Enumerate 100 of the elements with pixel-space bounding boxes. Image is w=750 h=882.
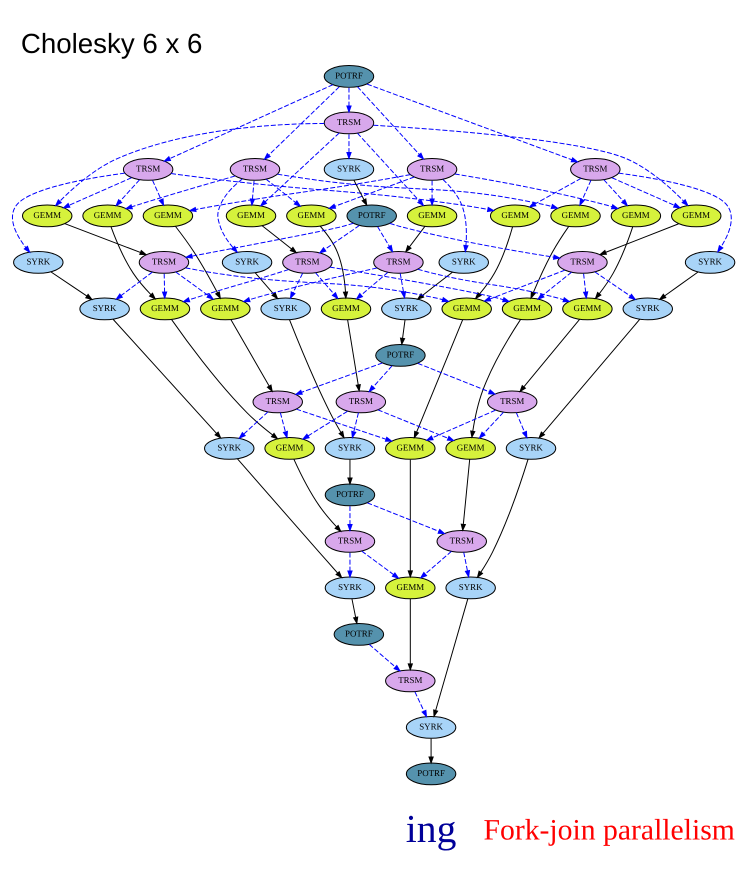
arrow bbox=[357, 86, 424, 160]
arrow bbox=[463, 552, 470, 578]
arrow bbox=[266, 178, 302, 208]
arrow bbox=[351, 412, 359, 440]
arrow bbox=[250, 180, 256, 206]
arrow bbox=[162, 84, 334, 162]
arrow bbox=[346, 87, 352, 114]
node-ellipse: TRSM bbox=[486, 390, 538, 414]
node-ellipse: TRSM bbox=[282, 251, 333, 274]
node-ellipse: SYRK bbox=[445, 576, 496, 600]
arrow bbox=[262, 225, 298, 254]
arrow bbox=[170, 173, 496, 212]
node-ellipse: SYRK bbox=[406, 716, 456, 739]
node-ellipse: SYRK bbox=[79, 298, 130, 320]
node-ellipse: SYRK bbox=[381, 298, 432, 320]
arrow bbox=[429, 180, 435, 206]
arrow bbox=[315, 272, 339, 300]
arrow bbox=[377, 226, 394, 253]
arrow bbox=[618, 172, 732, 253]
node-ellipse: TRSM bbox=[324, 112, 374, 134]
arrow bbox=[366, 502, 446, 534]
arrow bbox=[347, 552, 353, 578]
arrow bbox=[372, 124, 689, 207]
node-ellipse: GEMM bbox=[385, 576, 436, 600]
node-ellipse: GEMM bbox=[671, 204, 722, 228]
arrow bbox=[538, 318, 640, 440]
arrow bbox=[579, 180, 592, 206]
node-ellipse: POTRF bbox=[324, 65, 374, 88]
arrow bbox=[400, 319, 406, 346]
arrow bbox=[54, 122, 325, 207]
arrow bbox=[530, 226, 570, 300]
arrow bbox=[238, 411, 268, 440]
arrow bbox=[389, 222, 562, 260]
arrow bbox=[425, 410, 496, 441]
arrow bbox=[185, 267, 450, 302]
arrow bbox=[115, 272, 153, 300]
node-ellipse: GEMM bbox=[22, 204, 72, 228]
arrow bbox=[478, 412, 504, 440]
arrow bbox=[288, 319, 345, 439]
arrow bbox=[404, 226, 426, 253]
node-ellipse: TRSM bbox=[385, 670, 436, 692]
arrow bbox=[294, 362, 383, 395]
arrow bbox=[277, 174, 559, 210]
arrow bbox=[420, 550, 452, 579]
arrow bbox=[230, 319, 273, 393]
label: ing bbox=[406, 807, 456, 852]
arrow bbox=[175, 272, 214, 300]
arrow bbox=[354, 180, 368, 206]
node-ellipse: SYRK bbox=[622, 298, 673, 320]
arrow bbox=[368, 644, 402, 672]
node-ellipse: GEMM bbox=[490, 204, 540, 228]
arrow bbox=[368, 365, 393, 393]
arrow bbox=[171, 319, 279, 440]
arrow bbox=[347, 320, 361, 392]
arrow bbox=[302, 410, 348, 440]
arrow bbox=[417, 362, 496, 395]
arrow bbox=[658, 272, 699, 300]
arrow bbox=[12, 172, 126, 254]
arrow bbox=[454, 174, 620, 210]
arrow bbox=[603, 179, 628, 207]
node-ellipse: POTRF bbox=[406, 762, 456, 786]
arrow bbox=[408, 598, 414, 672]
node-ellipse: TRSM bbox=[336, 390, 386, 414]
diagram-title: Cholesky 6 x 6 bbox=[20, 28, 202, 60]
arrow bbox=[433, 598, 468, 718]
arrow bbox=[594, 272, 636, 300]
node-ellipse: SYRK bbox=[506, 437, 556, 460]
node-ellipse: SYRK bbox=[324, 576, 376, 600]
arrow bbox=[598, 223, 679, 256]
node-ellipse: SYRK bbox=[324, 437, 376, 460]
arrow bbox=[293, 458, 342, 532]
arrow bbox=[260, 132, 340, 207]
arrow bbox=[378, 409, 456, 442]
node-ellipse: GEMM bbox=[264, 437, 315, 460]
arrow bbox=[611, 177, 682, 208]
arrow bbox=[152, 180, 164, 206]
node-ellipse: TRSM bbox=[436, 530, 487, 553]
node-ellipse: TRSM bbox=[373, 251, 424, 274]
arrow bbox=[355, 272, 388, 300]
arrow bbox=[536, 272, 572, 300]
node-ellipse: GEMM bbox=[226, 204, 276, 228]
arrow bbox=[296, 408, 394, 442]
arrow bbox=[400, 272, 406, 300]
arrow bbox=[162, 273, 168, 300]
node-ellipse: POTRF bbox=[324, 484, 376, 506]
arrow bbox=[320, 226, 348, 300]
arrow bbox=[236, 458, 343, 579]
arrow bbox=[347, 506, 353, 532]
arrow bbox=[442, 179, 469, 253]
node-ellipse: GEMM bbox=[406, 204, 458, 228]
arrow bbox=[416, 272, 453, 300]
arrow bbox=[242, 268, 378, 302]
arrow bbox=[361, 550, 400, 580]
node-ellipse: SYRK bbox=[222, 251, 272, 274]
node-ellipse: GEMM bbox=[142, 204, 194, 228]
arrow bbox=[357, 132, 424, 207]
arrow bbox=[594, 226, 634, 300]
arrow bbox=[329, 266, 510, 302]
node-ellipse: TRSM bbox=[230, 158, 280, 181]
node-ellipse: GEMM bbox=[320, 298, 372, 320]
